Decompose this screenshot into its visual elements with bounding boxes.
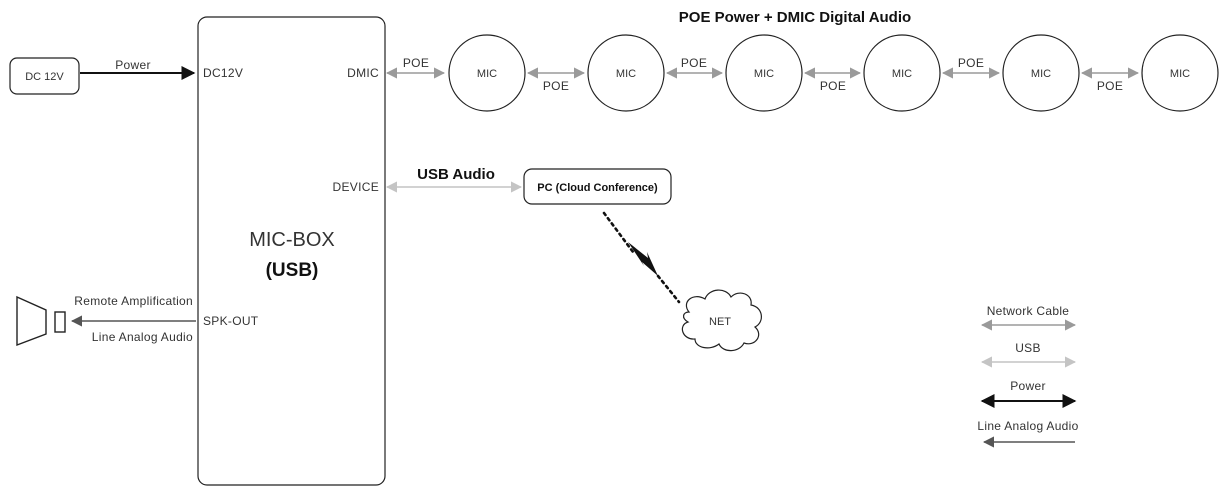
- net-label: NET: [709, 316, 731, 328]
- pc-label: PC (Cloud Conference): [537, 182, 658, 194]
- mic-0: MIC: [448, 34, 526, 112]
- legend: Network Cable USB Power Line Analog Audi…: [977, 304, 1078, 448]
- speaker-bottom-label: Line Analog Audio: [92, 330, 193, 344]
- mic-1: MIC: [587, 34, 665, 112]
- mic-2: MIC: [725, 34, 803, 112]
- poe-label-1: POE: [543, 79, 569, 93]
- mic-3: MIC: [863, 34, 941, 112]
- dc-source-label: DC 12V: [25, 71, 64, 83]
- usb-audio-connection: USB Audio: [385, 166, 523, 193]
- mic-box-subname: (USB): [266, 260, 319, 281]
- mic-box-port-dmic: DMIC: [347, 66, 379, 80]
- mic-box-port-device: DEVICE: [333, 180, 379, 194]
- poe-label-0: POE: [403, 56, 429, 70]
- poe-label-5: POE: [1097, 79, 1123, 93]
- mic-label: MIC: [616, 68, 636, 80]
- mic-4: MIC: [1002, 34, 1080, 112]
- legend-label-network: Network Cable: [987, 304, 1070, 318]
- mic-box: DC12V DMIC DEVICE SPK-OUT MIC-BOX (USB): [197, 16, 386, 486]
- legend-label-line-audio: Line Analog Audio: [977, 419, 1078, 433]
- wireless-link: [602, 211, 681, 304]
- mic-label: MIC: [477, 68, 497, 80]
- poe-label-4: POE: [958, 56, 984, 70]
- mic-label: MIC: [1031, 68, 1051, 80]
- speaker-icon: [16, 295, 66, 347]
- usb-audio-label: USB Audio: [417, 166, 495, 183]
- dc-source: DC 12V: [9, 57, 80, 95]
- net-cloud: NET: [681, 289, 762, 352]
- mic-box-port-dc: DC12V: [203, 66, 243, 80]
- legend-label-usb: USB: [1015, 341, 1041, 355]
- mic-label: MIC: [754, 68, 774, 80]
- mic-box-port-spk: SPK-OUT: [203, 314, 259, 328]
- power-connection: Power: [80, 58, 196, 80]
- mic-box-name: MIC-BOX: [249, 229, 335, 251]
- poe-label-3: POE: [820, 79, 846, 93]
- poe-label-2: POE: [681, 56, 707, 70]
- mic-5: MIC: [1141, 34, 1219, 112]
- power-label: Power: [115, 58, 151, 72]
- mic-label: MIC: [892, 68, 912, 80]
- pc-box: PC (Cloud Conference): [523, 168, 672, 205]
- legend-label-power: Power: [1010, 379, 1046, 393]
- diagram-title: POE Power + DMIC Digital Audio: [679, 9, 911, 26]
- mic-label: MIC: [1170, 68, 1190, 80]
- speaker-top-label: Remote Amplification: [74, 294, 193, 308]
